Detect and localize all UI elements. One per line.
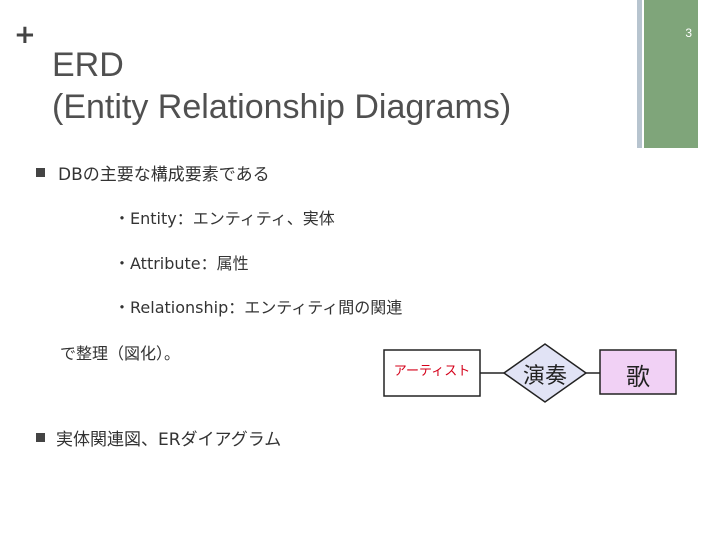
title-line-2: (Entity Relationship Diagrams) (52, 88, 512, 126)
plus-icon: + (14, 20, 36, 50)
entity-artist-box (383, 349, 481, 397)
entity-song-label: 歌 (626, 363, 650, 391)
page-number: 3 (685, 26, 692, 40)
er-diagram-shapes (383, 343, 677, 403)
list-item-attribute: ・Attribute：属性 (114, 254, 249, 273)
accent-bar-green (644, 0, 698, 148)
slide-title: ERD (Entity Relationship Diagrams) (52, 44, 511, 128)
relationship-label: 演奏 (522, 364, 567, 389)
bullet-square-icon (36, 433, 45, 442)
list-item-relationship: ・Relationship：エンティティ間の関連 (114, 298, 403, 317)
er-diagram: アーティスト 演奏 歌 (382, 340, 682, 410)
bullet-square-icon (36, 168, 45, 177)
continuation-text: で整理（図化）。 (60, 344, 181, 363)
list-item-entity: ・Entity：エンティティ、実体 (114, 209, 335, 228)
entity-artist-label: アーティスト (393, 364, 471, 379)
bullet-text-1: DBの主要な構成要素である (58, 165, 270, 185)
title-line-1: ERD (52, 46, 124, 84)
entity-song-box (599, 349, 677, 395)
bullet-text-2: 実体関連図、ERダイアグラム (56, 430, 282, 450)
accent-bar-thin (637, 0, 642, 148)
